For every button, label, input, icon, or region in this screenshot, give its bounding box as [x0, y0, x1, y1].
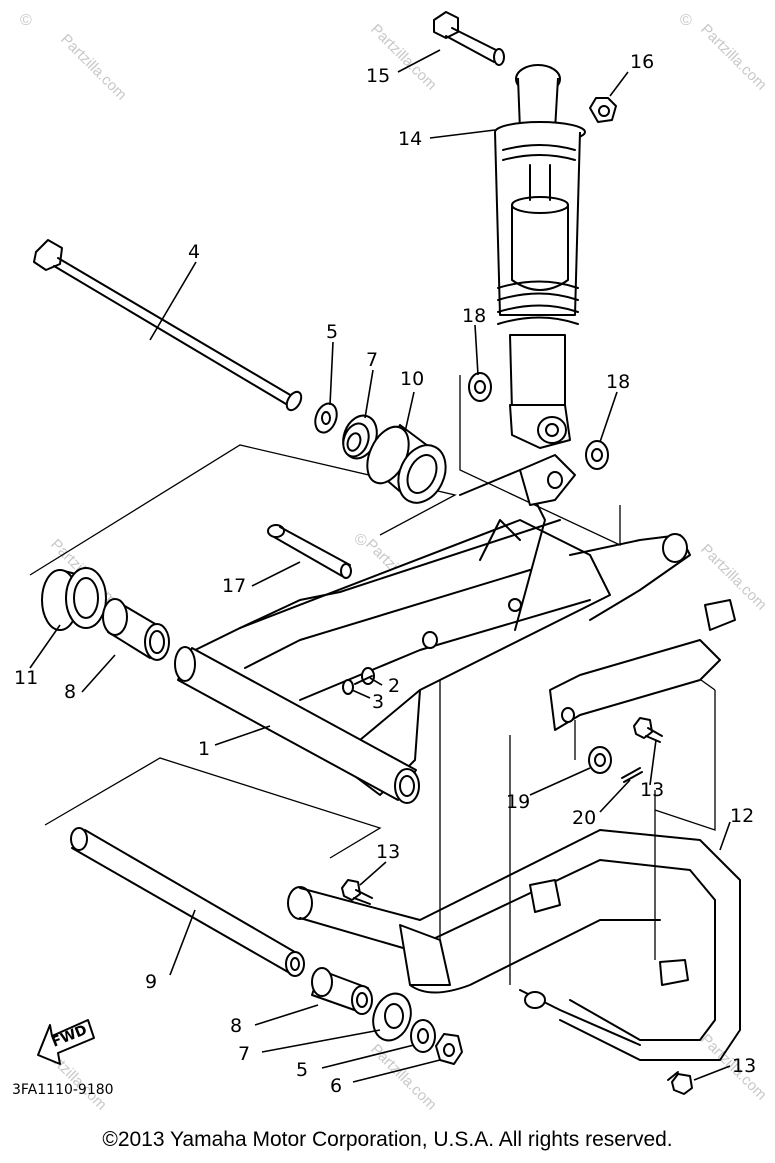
callout-8: 8: [64, 681, 76, 703]
watermark-mark: ©: [20, 12, 32, 29]
assembly-outlines: [29, 375, 716, 985]
callout-17: 17: [222, 575, 246, 597]
leader-lines: [29, 49, 731, 1083]
callout-2: 2: [388, 675, 400, 697]
part-7-bearing: [342, 414, 378, 460]
callout-11: 11: [14, 667, 38, 689]
part-15-bolt: [433, 11, 505, 66]
callout-6: 6: [330, 1075, 342, 1097]
part-16-nut: [589, 97, 617, 123]
callout-13: 13: [640, 779, 664, 801]
part-8-bushing: [102, 598, 170, 661]
part-14-shock-absorber: [494, 64, 586, 449]
part-18-washer: [468, 372, 492, 402]
callout-labels: 15 16 14 4 5 7 10 18 18 17 11 8 2 3 1 19…: [14, 51, 756, 1097]
part-12-guard: [287, 829, 741, 1061]
part-13-bolt: [633, 717, 663, 743]
part-5-washer: [314, 402, 338, 434]
part-1-swingarm: [174, 454, 736, 804]
part-4-pivot-bolt: [33, 239, 303, 412]
callout-15: 15: [366, 65, 390, 87]
callout-12: 12: [730, 805, 754, 827]
callout-5: 5: [296, 1059, 308, 1081]
callout-8: 8: [230, 1015, 242, 1037]
part-3-washer: [342, 679, 354, 695]
watermark-mark: ©: [355, 532, 367, 549]
part-9-rod: [70, 827, 305, 977]
part-7-bearing: [372, 992, 412, 1042]
watermark-text: Partzilla.com: [367, 1041, 440, 1114]
part-6-nut: [435, 1033, 463, 1065]
part-20-cotter-pin: [621, 767, 643, 783]
part-13-bolt: [667, 1071, 693, 1095]
callout-5: 5: [326, 321, 338, 343]
callout-4: 4: [188, 241, 200, 263]
callout-18: 18: [606, 371, 630, 393]
watermark-text: Partzilla.com: [697, 541, 770, 614]
callout-7: 7: [366, 349, 378, 371]
callout-18: 18: [462, 305, 486, 327]
callout-20: 20: [572, 807, 596, 829]
part-19-washer: [588, 746, 612, 774]
watermarks: Partzilla.com Partzilla.com Partzilla.co…: [20, 12, 770, 1114]
callout-13: 13: [376, 841, 400, 863]
copyright-notice: ©2013 Yamaha Motor Corporation, U.S.A. A…: [102, 1128, 673, 1151]
callout-1: 1: [198, 738, 210, 760]
callout-13: 13: [732, 1055, 756, 1077]
callout-3: 3: [372, 691, 384, 713]
callout-16: 16: [630, 51, 654, 73]
callout-7: 7: [238, 1043, 250, 1065]
watermark-text: Partzilla.com: [57, 31, 130, 104]
part-18-washer: [585, 440, 609, 470]
part-code: 3FA1110-9180: [12, 1082, 114, 1098]
watermark-mark: ©: [680, 12, 692, 29]
part-17-pin: [267, 524, 352, 579]
callout-10: 10: [400, 368, 424, 390]
callout-19: 19: [506, 791, 530, 813]
part-13-bolt: [341, 879, 373, 905]
part-10-bushing: [366, 424, 447, 504]
part-8-bushing: [311, 967, 373, 1015]
callout-9: 9: [145, 971, 157, 993]
part-11-collar: [41, 567, 107, 631]
callout-14: 14: [398, 128, 422, 150]
part-5-washer: [410, 1019, 436, 1053]
watermark-text: Partzilla.com: [697, 21, 770, 94]
part-2-bolt: [354, 667, 375, 685]
